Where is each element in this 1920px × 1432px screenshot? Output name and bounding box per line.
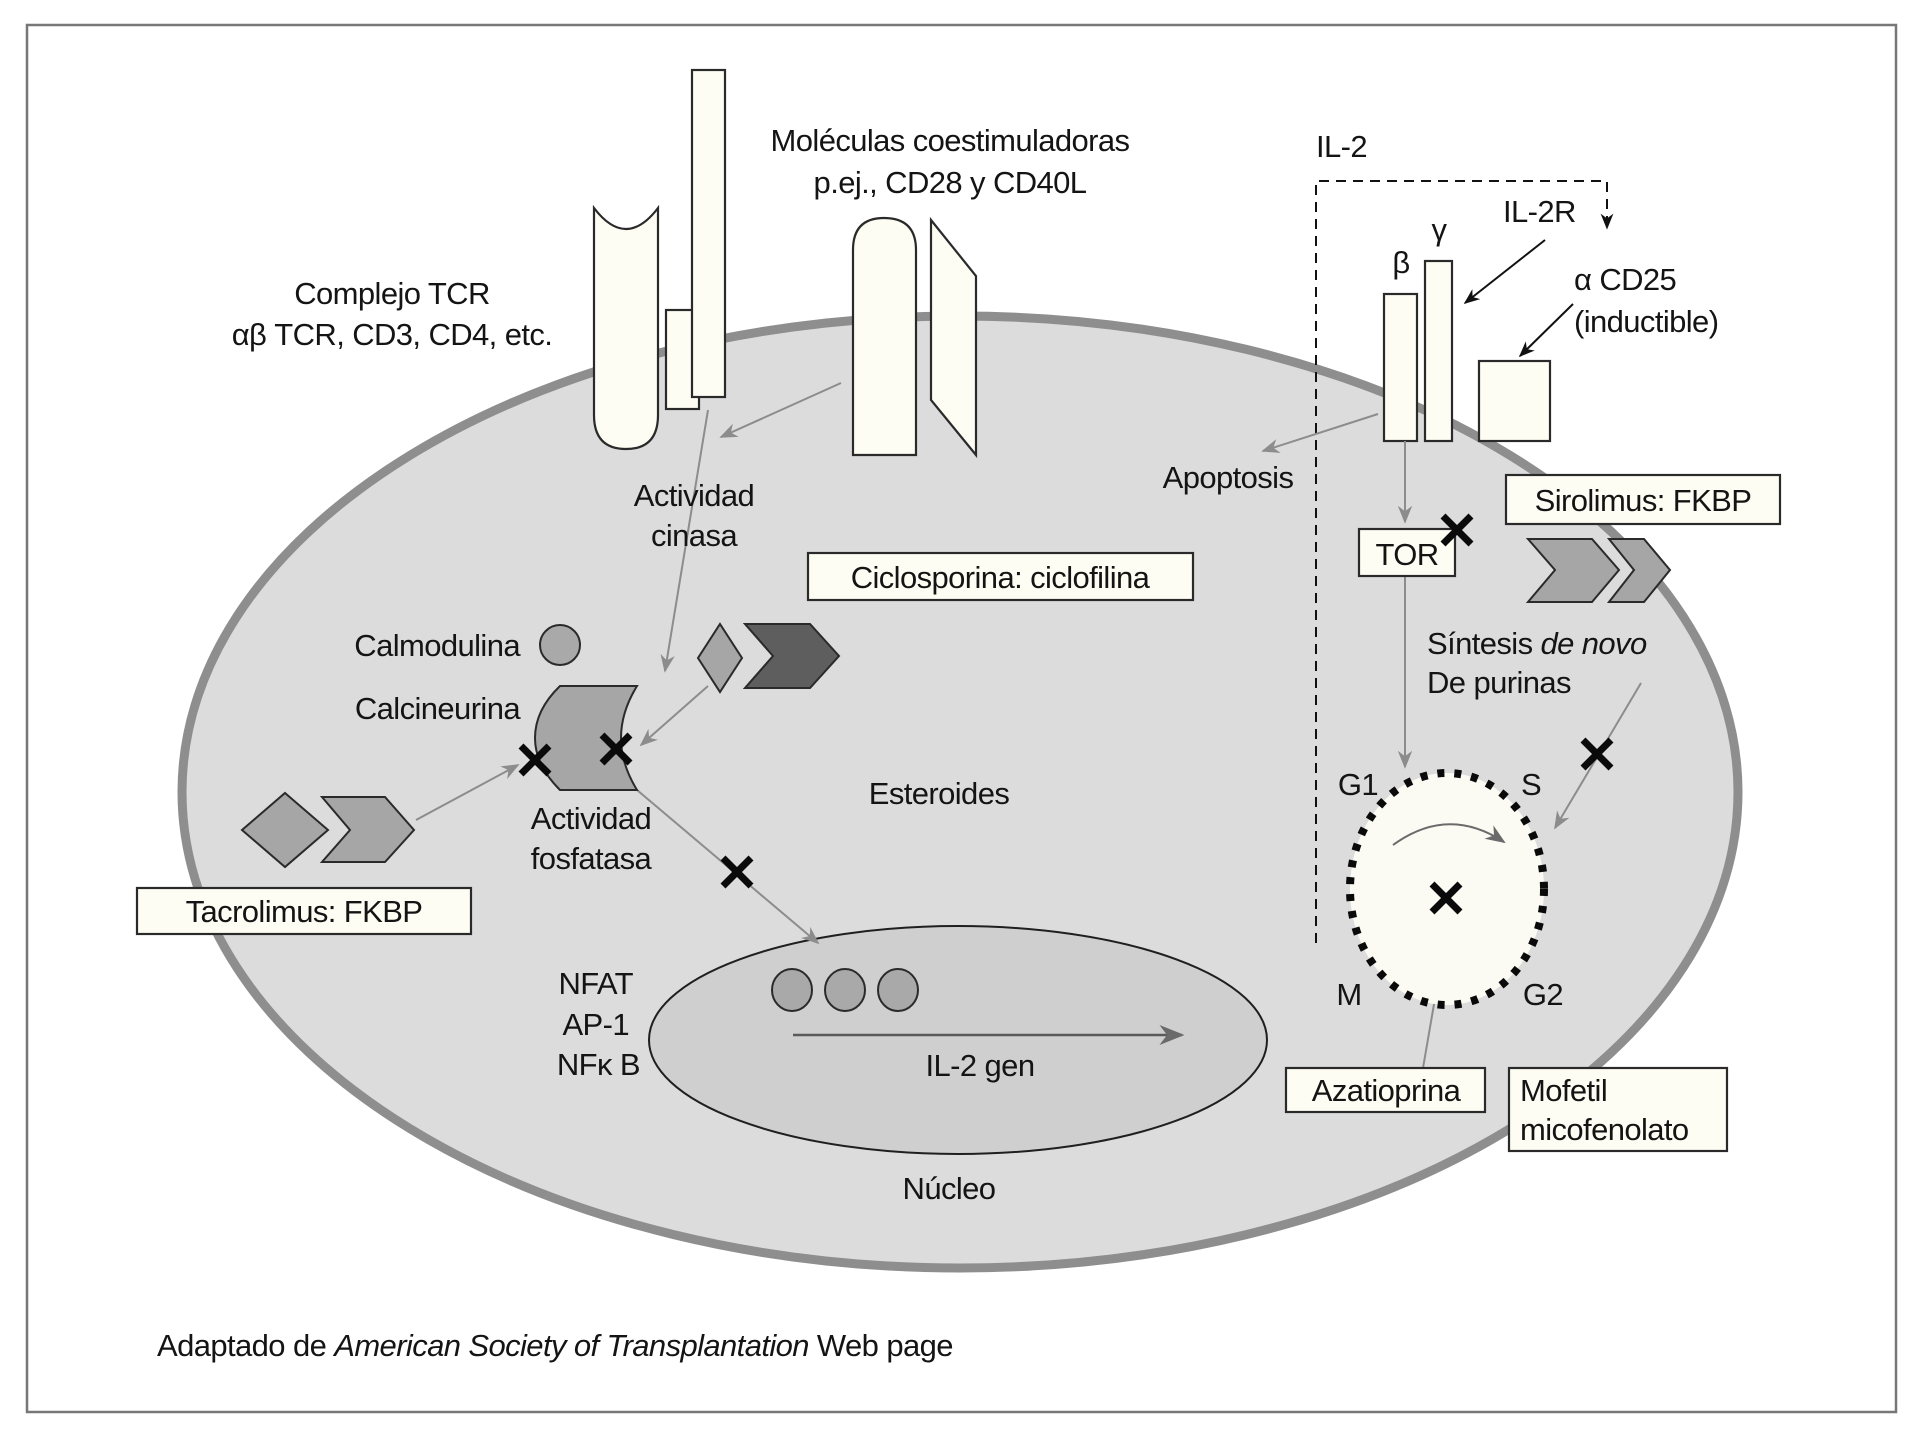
il2r-gamma-label: γ [1432, 212, 1448, 247]
tf-nfat-label: NFAT [558, 966, 633, 1001]
pointer-cd25-label [1518, 303, 1574, 358]
tcr-receptor [592, 204, 660, 451]
cycle-m-label: M [1336, 977, 1361, 1012]
cd4-receptor [690, 68, 727, 399]
tf-nfkb-label: NFκ B [557, 1047, 640, 1082]
costim-label-line1: Moléculas coestimuladoras [771, 123, 1130, 158]
sirolimus-box [1504, 473, 1782, 526]
tacrolimus-label: Tacrolimus: FKBP [186, 894, 423, 929]
sirolimus-label: Sirolimus: FKBP [1535, 483, 1752, 518]
nucleus [648, 925, 1268, 1155]
arrow-tcr-to-calcineurin [660, 409, 709, 673]
arrow-tacrolimus-to-calcineurin [415, 764, 520, 821]
phosphatase-label-line1: Actividad [531, 801, 651, 836]
transcription-factor-dot [877, 968, 919, 1012]
pointer-il2r-label [1463, 239, 1546, 304]
footnote-suffix: Web page [809, 1328, 953, 1363]
cd25-label-line1: α CD25 [1574, 262, 1676, 297]
mycophenolate-label-line1: Mofetil [1520, 1073, 1607, 1108]
cd28-receptor [851, 216, 918, 457]
block-x-icon [720, 855, 754, 889]
block-x-icon [599, 732, 633, 766]
cd25-label-line2: (inductible) [1574, 304, 1718, 339]
il2r-beta-chain [1382, 292, 1419, 443]
costim-label-line2: p.ej., CD28 y CD40L [814, 165, 1087, 200]
calmodulin-label: Calmodulina [354, 628, 521, 663]
cyclosporine-diamond-icon [696, 622, 744, 694]
nucleus-label: Núcleo [903, 1171, 996, 1206]
purine-synthesis-text: Síntesis [1427, 626, 1540, 661]
azathioprine-box [1284, 1066, 1487, 1114]
cycle-g2-label: G2 [1523, 977, 1563, 1012]
cycle-g1-label: G1 [1338, 767, 1378, 802]
calmodulin-icon [539, 624, 581, 666]
mycophenolate-label-line2: micofenolato [1520, 1112, 1689, 1147]
cycle-s-label: S [1521, 767, 1541, 802]
cyclosporine-box [806, 551, 1195, 602]
tacrolimus-box [135, 886, 473, 936]
tor-box [1357, 527, 1457, 578]
mycophenolate-box [1507, 1066, 1729, 1153]
cell-cycle-ring [1346, 769, 1548, 1009]
steroids-label: Esteroides [869, 776, 1010, 811]
arrow-costim-to-kinase [719, 382, 842, 438]
tor-label: TOR [1375, 537, 1438, 572]
il2r-gamma-chain [1423, 259, 1454, 443]
block-x-icon [518, 743, 552, 777]
block-x-icon [1580, 737, 1614, 771]
il2r-label: IL-2R [1503, 194, 1576, 229]
footnote-source: American Society of Transplantation [332, 1328, 809, 1363]
block-x-icon [1429, 881, 1463, 915]
block-x-icon [1440, 513, 1474, 547]
tf-ap1-label: AP-1 [562, 1007, 629, 1042]
il2-gene-label: IL-2 gen [926, 1048, 1035, 1083]
calcineurin-label: Calcineurina [355, 691, 521, 726]
il2-dashed-path [1315, 180, 1614, 943]
tcr-label-line2: αβ TCR, CD3, CD4, etc. [232, 317, 553, 352]
il2r-beta-label: β [1392, 245, 1409, 280]
sirolimus-chevron-icon [1525, 538, 1621, 603]
kinase-label-line1: Actividad [634, 478, 754, 513]
calcineurin-icon [533, 685, 639, 791]
cyclophilin-chevron-icon [742, 623, 841, 689]
azathioprine-label: Azatioprina [1312, 1073, 1462, 1108]
cell-cycle-progress-arrow [1392, 823, 1506, 846]
cd40l-receptor [929, 216, 978, 459]
il2-ligand-label: IL-2 [1316, 129, 1367, 164]
fkbp-chevron-icon [319, 796, 416, 863]
tcr-label-line1: Complejo TCR [294, 276, 490, 311]
arrow-cyclosporine-to-calcineurin [639, 685, 709, 747]
apoptosis-label: Apoptosis [1163, 460, 1294, 495]
cyclosporine-label: Ciclosporina: ciclofilina [851, 560, 1151, 595]
phosphatase-label-line2: fosfatasa [531, 841, 653, 876]
transcription-factor-dot [771, 968, 813, 1012]
kinase-label-line2: cinasa [651, 518, 738, 553]
transcription-factor-dot [824, 968, 866, 1012]
purine-synthesis-label-line2: De purinas [1427, 665, 1571, 700]
fkbp-chevron-icon [1606, 538, 1672, 603]
purine-synthesis-label-line1: Síntesis de novo [1427, 626, 1647, 661]
de-novo-text: de novo [1540, 626, 1646, 661]
arrow-il2r-to-apoptosis [1261, 413, 1379, 453]
tacrolimus-diamond-icon [240, 791, 330, 869]
footnote-prefix: Adaptado de [157, 1328, 334, 1363]
footnote: Adaptado de American Society of Transpla… [157, 1328, 953, 1363]
il2r-alpha-cd25 [1477, 359, 1552, 443]
